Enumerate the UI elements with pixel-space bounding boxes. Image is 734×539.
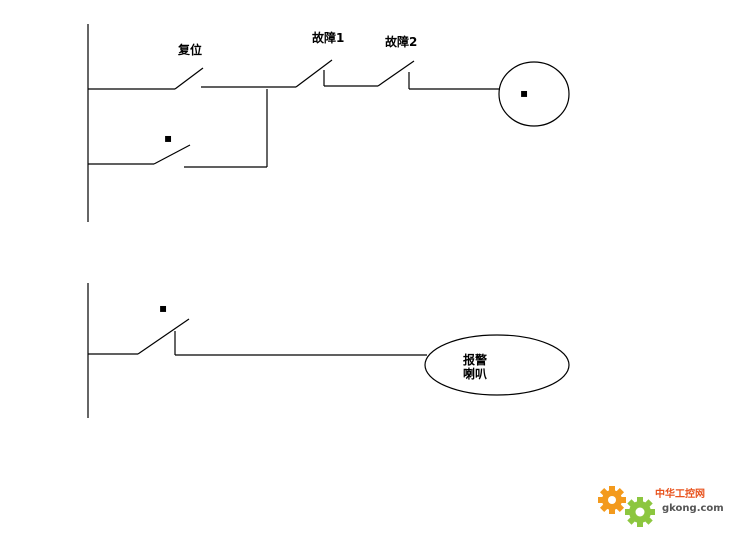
fault2-contact-label: 故障2 (385, 34, 417, 49)
fault1-contact (295, 59, 333, 88)
fault1-contact-label: 故障1 (312, 30, 344, 45)
green-gear-icon (625, 497, 655, 527)
seal-in-contact (153, 144, 191, 165)
reset-contact (174, 67, 204, 90)
watermark-en-text: gkong.com (662, 503, 724, 514)
alarm-horn-coil (424, 334, 570, 396)
rung2-contact-mark: ▪ (159, 301, 167, 315)
orange-gear-icon (598, 486, 626, 514)
rung1-coil-mark: ▪ (520, 86, 528, 100)
gkong-logo: 中华工控网 gkong.com (598, 486, 724, 527)
fault2-contact (377, 60, 415, 87)
seal-in-contact-mark: ▪ (164, 131, 172, 145)
watermark-cn-text: 中华工控网 (655, 487, 705, 500)
alarm-horn-label-line2: 喇叭 (463, 366, 487, 381)
rung1-output-coil (498, 61, 570, 127)
rung2-contact (137, 318, 190, 355)
alarm-horn-label-line1: 报警 (463, 352, 487, 367)
reset-contact-label: 复位 (177, 42, 202, 57)
